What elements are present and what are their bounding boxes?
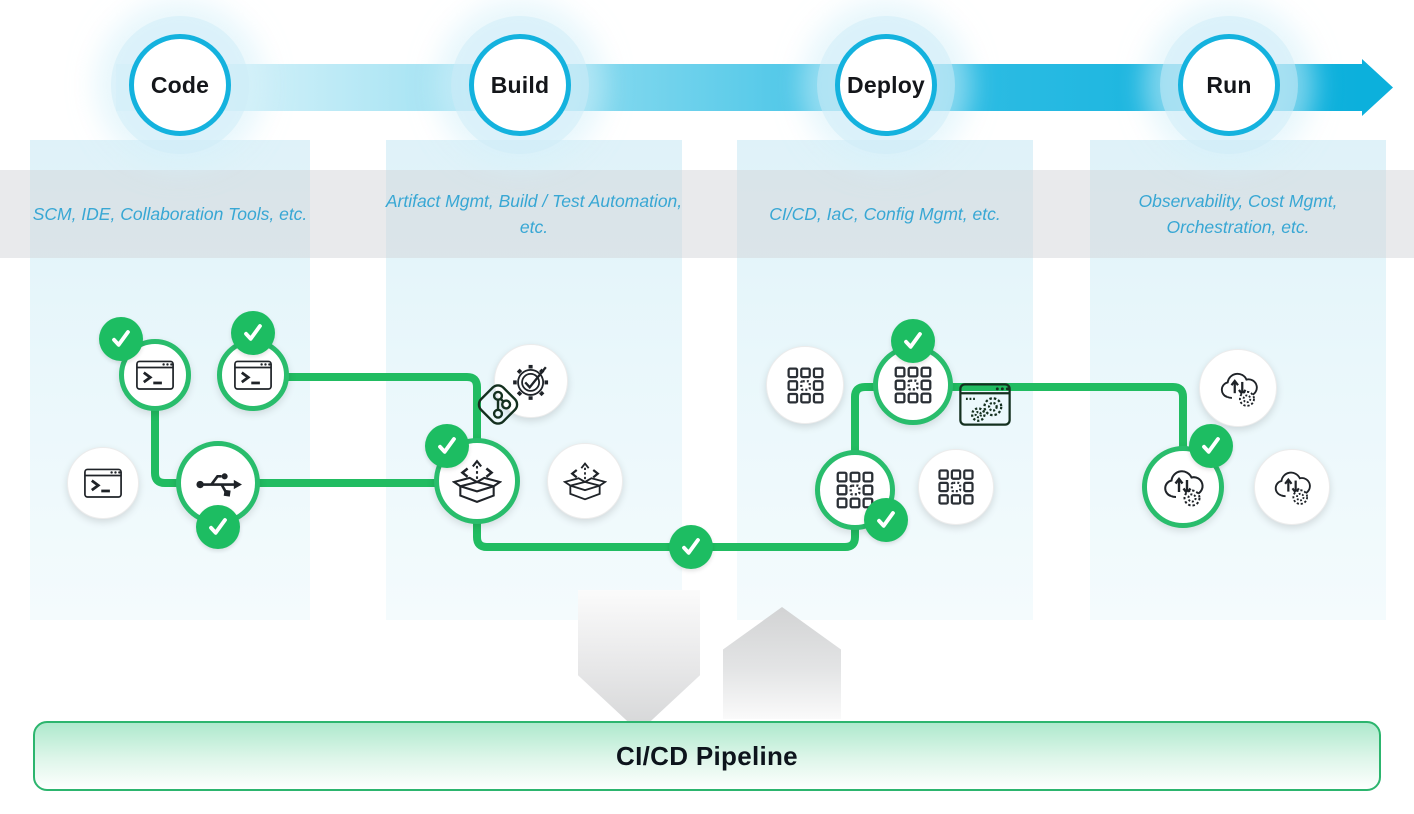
node-code-vcs[interactable] [176, 441, 260, 525]
stage-label-deploy: Deploy [847, 71, 925, 98]
description-band [0, 170, 1414, 258]
node-code-terminal-1[interactable] [119, 339, 191, 411]
node-deploy-grid-4[interactable] [918, 449, 994, 525]
check-icon [1202, 437, 1220, 454]
description-build: Artifact Mgmt, Build / Test Automation, … [385, 190, 683, 237]
module-grid-icon [894, 366, 932, 404]
pipeline-path-check-badge [669, 525, 713, 569]
code-package-icon [563, 462, 607, 501]
check-icon [682, 538, 700, 555]
description-run: Observability, Cost Mgmt, Orchestration,… [1138, 190, 1338, 237]
gear-check-icon [512, 364, 548, 400]
check-icon [877, 511, 895, 528]
git-branch-icon [472, 379, 524, 436]
usb-branch-icon [195, 472, 242, 497]
status-check-badge-build-package-1 [425, 424, 469, 468]
node-run-cloud-1[interactable] [1199, 349, 1277, 427]
module-grid-icon [938, 469, 974, 505]
check-icon [244, 324, 262, 341]
terminal-window-icon [234, 360, 272, 390]
node-code-terminal-3[interactable] [67, 447, 139, 519]
status-check-badge-code-vcs [196, 505, 240, 549]
stage-label-build: Build [490, 71, 550, 98]
status-check-badge-run-cloud-2 [1189, 424, 1233, 468]
stage-circle-build[interactable]: Build [469, 34, 571, 136]
stage-circle-code[interactable]: Code [129, 34, 231, 136]
node-deploy-grid-1[interactable] [766, 346, 844, 424]
module-grid-icon [836, 471, 874, 509]
stage-arrow-band [116, 64, 1363, 111]
check-icon [438, 437, 456, 454]
terminal-window-icon [136, 360, 174, 390]
status-check-badge-code-terminal-2 [231, 311, 275, 355]
code-package-icon [452, 459, 502, 503]
cloud-sync-icon [1220, 372, 1258, 407]
description-code: SCM, IDE, Collaboration Tools, etc. [32, 203, 308, 224]
stage-circle-deploy[interactable]: Deploy [835, 34, 937, 136]
cicd-pipeline-banner[interactable]: CI/CD Pipeline [33, 721, 1381, 791]
check-icon [209, 518, 227, 535]
cloud-sync-icon [1164, 470, 1204, 507]
status-check-badge-deploy-grid-2 [891, 319, 935, 363]
check-icon [112, 330, 130, 347]
cicd-pipeline-title: CI/CD Pipeline [616, 740, 798, 771]
stage-label-code: Code [150, 71, 210, 98]
status-check-badge-code-terminal-1 [99, 317, 143, 361]
node-run-cloud-2[interactable] [1142, 446, 1224, 528]
module-grid-icon [787, 367, 823, 403]
node-run-cloud-3[interactable] [1254, 449, 1330, 525]
stage-circle-run[interactable]: Run [1178, 34, 1280, 136]
cloud-sync-icon [1274, 471, 1311, 505]
status-check-badge-deploy-grid-3 [864, 498, 908, 542]
description-deploy: CI/CD, IaC, Config Mgmt, etc. [769, 203, 1001, 224]
check-icon [904, 332, 922, 349]
stage-label-run: Run [1206, 71, 1252, 98]
terminal-window-icon [84, 468, 122, 498]
browser-gears-icon [957, 381, 1013, 433]
node-build-gear[interactable] [494, 344, 568, 418]
node-build-package-2[interactable] [547, 443, 623, 519]
